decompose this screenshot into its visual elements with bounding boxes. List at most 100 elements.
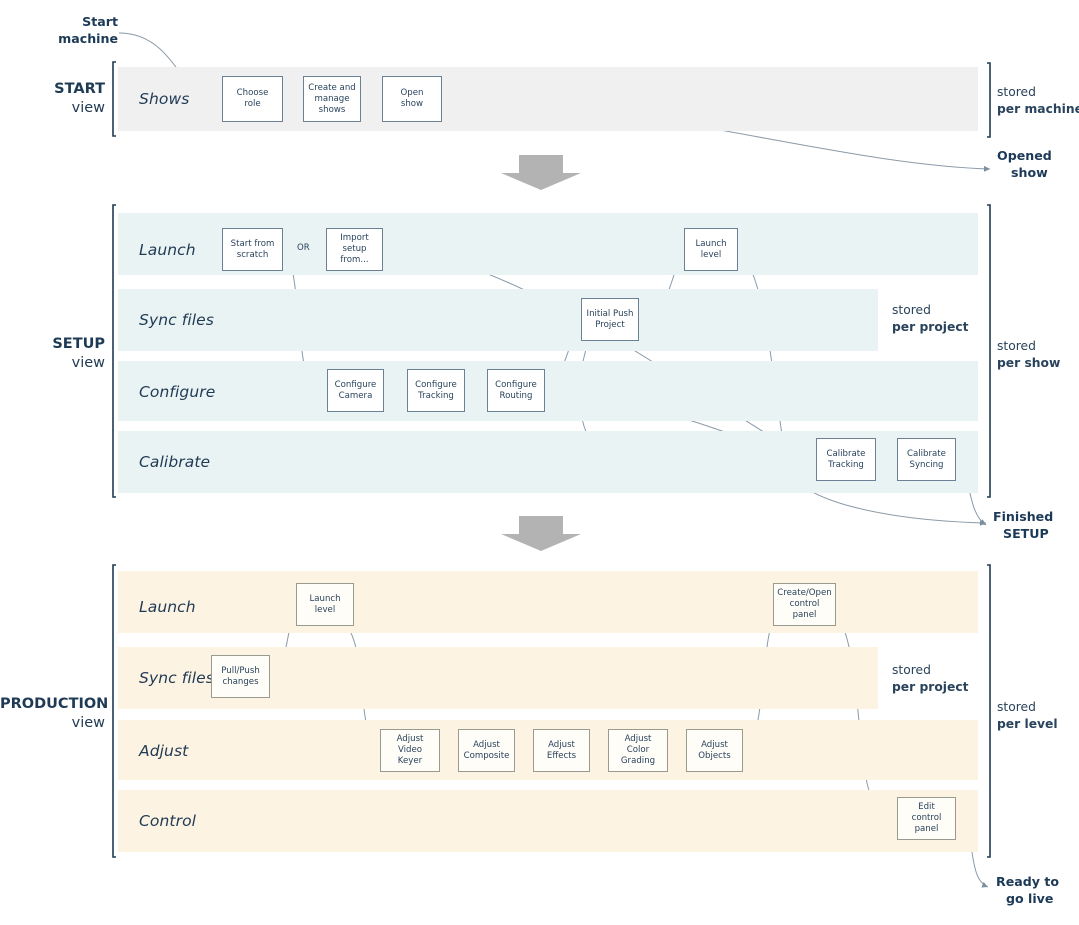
endpoint-start-machine-line-2: machine	[58, 30, 118, 46]
endpoint-opened-show: Opened show	[997, 148, 1052, 181]
node-start-from-scratch[interactable]: Start from scratch	[222, 228, 283, 271]
row-label-production-adjust: Adjust	[139, 742, 189, 760]
node-calibrate-syncing-line-2: Syncing	[909, 459, 944, 470]
node-pull-push-line-1: Pull/Push	[221, 665, 260, 676]
stage-label-start-view: view	[71, 100, 105, 117]
node-adjust-objects-line-1: Adjust	[701, 739, 728, 750]
node-create-open-panel-line-2: control panel	[789, 599, 820, 620]
node-create-open-panel-line-1: Create/Open	[777, 588, 832, 598]
node-initial-push-project[interactable]: Initial Push Project	[581, 298, 639, 341]
row-label-setup-sync-files: Sync files	[139, 311, 214, 329]
row-label-production-control: Control	[139, 812, 197, 830]
node-create-open-control-panel[interactable]: Create/Open control panel	[773, 583, 836, 626]
node-open-show[interactable]: Open show	[382, 76, 442, 122]
node-adjust-video-keyer-line-1: Adjust Video	[396, 734, 424, 755]
bracket-start-view-left	[112, 61, 116, 137]
node-adjust-composite[interactable]: Adjust Composite	[458, 729, 515, 772]
band-setup-sync-files	[118, 289, 878, 351]
node-production-launch-level-line-2: level	[314, 604, 336, 615]
stored-per-machine-line-2: per machine	[997, 101, 1079, 116]
node-configure-routing-line-1: Configure	[495, 379, 537, 390]
node-setup-launch-level-line-1: Launch	[695, 238, 727, 249]
row-label-setup-launch: Launch	[139, 241, 196, 259]
bracket-start-stored-right	[987, 62, 991, 138]
node-import-setup-line-2: from...	[340, 255, 369, 265]
node-import-setup-line-1: Import setup	[340, 233, 369, 254]
node-choose-role[interactable]: Choose role	[222, 76, 283, 122]
node-adjust-video-keyer[interactable]: Adjust Video Keyer	[380, 729, 440, 772]
node-choose-role-line-2: role	[244, 99, 261, 109]
stored-per-project-production: stored per project	[892, 662, 969, 695]
node-configure-camera-line-1: Configure	[334, 379, 377, 390]
bracket-production-view-left	[112, 564, 116, 858]
node-configure-camera[interactable]: Configure Camera	[327, 369, 384, 412]
node-create-manage-line-3: shows	[318, 104, 346, 115]
stage-label-setup-view: view	[71, 355, 105, 372]
node-configure-routing-line-2: Routing	[499, 390, 533, 401]
stage-label-production: PRODUCTION view	[0, 695, 108, 733]
stage-label-setup-bold: SETUP	[52, 336, 105, 352]
node-configure-routing[interactable]: Configure Routing	[487, 369, 545, 412]
node-adjust-color-grading-line-2: Grading	[620, 756, 656, 766]
endpoint-ready-to-go-live: Ready to go live	[996, 874, 1059, 907]
row-label-setup-configure: Configure	[139, 383, 216, 401]
stage-label-start: START view	[0, 80, 105, 118]
node-edit-control-panel[interactable]: Edit control panel	[897, 797, 956, 840]
node-pull-push-line-2: changes	[222, 676, 259, 687]
endpoint-start-machine: Start machine	[10, 14, 118, 47]
node-create-manage-line-1: Create and	[308, 82, 356, 93]
endpoint-finished-setup-line-1: Finished	[993, 509, 1054, 524]
stage-label-setup: SETUP view	[0, 335, 105, 373]
node-calibrate-syncing-line-1: Calibrate	[907, 448, 946, 459]
stored-per-machine-line-1: stored	[997, 85, 1036, 99]
stored-per-level-line-2: per level	[997, 716, 1058, 731]
endpoint-finished-setup-line-2: SETUP	[1003, 525, 1049, 541]
node-adjust-effects-line-2: Effects	[546, 750, 577, 761]
node-calibrate-tracking[interactable]: Calibrate Tracking	[816, 438, 876, 481]
node-adjust-effects[interactable]: Adjust Effects	[533, 729, 590, 772]
node-production-launch-level-line-1: Launch	[309, 593, 341, 604]
node-open-show-line-2: show	[400, 99, 424, 109]
node-adjust-video-keyer-line-2: Keyer	[397, 756, 423, 766]
node-configure-camera-line-2: Camera	[338, 390, 373, 401]
stored-per-show-line-1: stored	[997, 339, 1036, 353]
band-setup-configure	[118, 361, 978, 421]
node-initial-push-line-2: Project	[595, 319, 625, 330]
node-pull-push-changes[interactable]: Pull/Push changes	[211, 655, 270, 698]
row-label-shows: Shows	[139, 90, 190, 108]
bracket-setup-stored-right	[987, 204, 991, 498]
node-create-and-manage-shows[interactable]: Create and manage shows	[303, 76, 361, 122]
band-production-launch	[118, 571, 978, 633]
endpoint-ready-go-live-line-2: go live	[1006, 890, 1054, 906]
stage-label-production-view: view	[71, 715, 105, 732]
stored-per-project-setup: stored per project	[892, 302, 969, 335]
node-setup-launch-level-line-2: level	[700, 249, 722, 260]
row-label-setup-calibrate: Calibrate	[139, 453, 211, 471]
node-configure-tracking-line-2: Tracking	[418, 390, 454, 401]
node-adjust-objects-line-2: Objects	[698, 750, 731, 761]
node-calibrate-tracking-line-2: Tracking	[828, 459, 864, 470]
node-setup-launch-level[interactable]: Launch level	[684, 228, 738, 271]
node-adjust-composite-line-2: Composite	[463, 750, 510, 761]
transition-arrow-start-to-setup	[501, 155, 581, 190]
node-choose-role-line-1: Choose	[236, 88, 269, 98]
node-calibrate-syncing[interactable]: Calibrate Syncing	[897, 438, 956, 481]
node-production-launch-level[interactable]: Launch level	[296, 583, 354, 626]
edge-create-open-panel-to-edit-panel	[835, 611, 897, 821]
or-label: OR	[296, 243, 311, 253]
stored-per-level: stored per level	[997, 699, 1058, 732]
endpoint-finished-setup: Finished SETUP	[993, 509, 1053, 542]
node-initial-push-line-1: Initial Push	[586, 308, 634, 319]
node-adjust-color-grading-line-1: Adjust Color	[624, 734, 652, 755]
bracket-production-stored-right	[987, 564, 991, 858]
node-adjust-color-grading[interactable]: Adjust Color Grading	[608, 729, 668, 772]
node-import-setup-from[interactable]: Import setup from...	[326, 228, 383, 271]
node-create-manage-line-2: manage	[314, 93, 350, 104]
stored-per-show: stored per show	[997, 338, 1060, 371]
node-adjust-objects[interactable]: Adjust Objects	[686, 729, 743, 772]
node-configure-tracking[interactable]: Configure Tracking	[407, 369, 465, 412]
node-start-scratch-line-1: Start from	[230, 238, 275, 249]
bracket-setup-view-left	[112, 204, 116, 498]
stage-label-start-bold: START	[54, 81, 105, 97]
